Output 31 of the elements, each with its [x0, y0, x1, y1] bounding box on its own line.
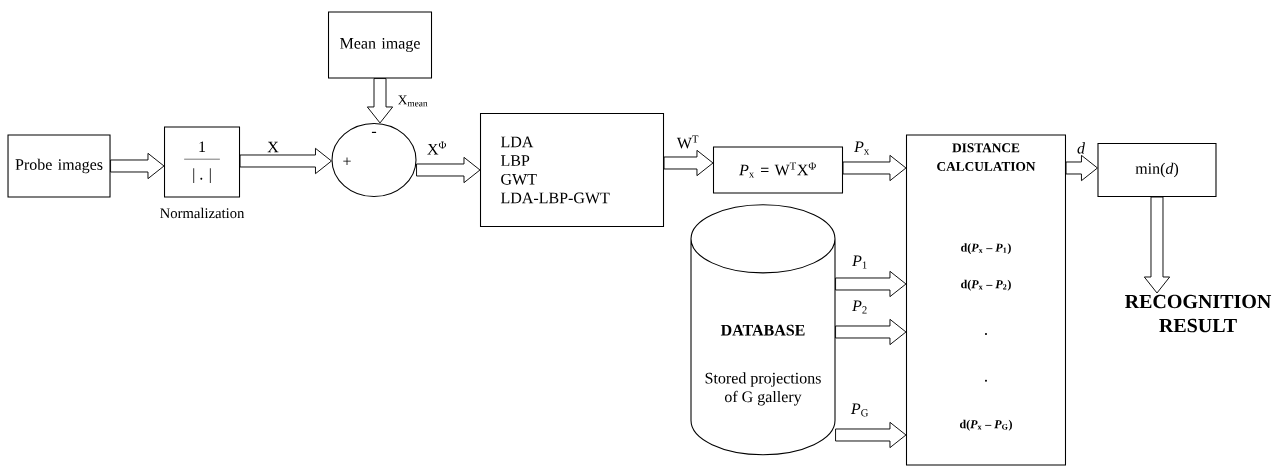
block-arrow [663, 149, 714, 177]
block-arrow [110, 152, 165, 180]
summing-junction: - + [331, 122, 417, 198]
block-arrow [835, 318, 907, 346]
method-box: LDA LBP GWT LDA-LBP-GWT [479, 112, 665, 228]
block-arrow [1143, 196, 1171, 294]
block-arrow [1065, 154, 1098, 182]
edge-label: P$_{2}$ [850, 299, 870, 315]
edge-label: X [265, 140, 281, 154]
edge-label: X$_{mean}$ [396, 94, 430, 108]
edge-label: P$_{x}$ [852, 140, 872, 156]
caption-text: Normalization [160, 207, 245, 219]
edge-label: d [1075, 141, 1087, 155]
edge-label: W$^{T}$ [675, 134, 701, 150]
edge-label: X$^{Φ}$ [425, 140, 449, 156]
normalization-box: 1 | . | [163, 126, 241, 198]
edge-label: P$_{G}$ [849, 402, 871, 418]
result-text: RECOGNITION RESULT [1125, 294, 1272, 333]
process-box: Mean image [327, 11, 433, 79]
block-arrow [835, 270, 907, 298]
edge-label: P$_{1}$ [850, 254, 870, 270]
distance-box: DISTANCE CALCULATION d(P$_{x}$ – P$_{1}$) d(P$_{x}$ – P$_{2}$) . . d(P$_{x}$ – P$_{G}$) [905, 134, 1067, 466]
block-arrow [239, 147, 332, 175]
block-arrow [366, 78, 394, 124]
block-arrow [842, 154, 907, 182]
block-arrow [416, 156, 481, 184]
database-cylinder: DATABASE Stored projections of G gallery [690, 204, 836, 456]
process-box: min(d) [1097, 142, 1217, 198]
block-arrow [835, 421, 907, 449]
process-box: P$_{x}$ = W$^{T}$X$^{Φ}$ [712, 146, 844, 194]
process-box: Probe images [7, 134, 111, 198]
